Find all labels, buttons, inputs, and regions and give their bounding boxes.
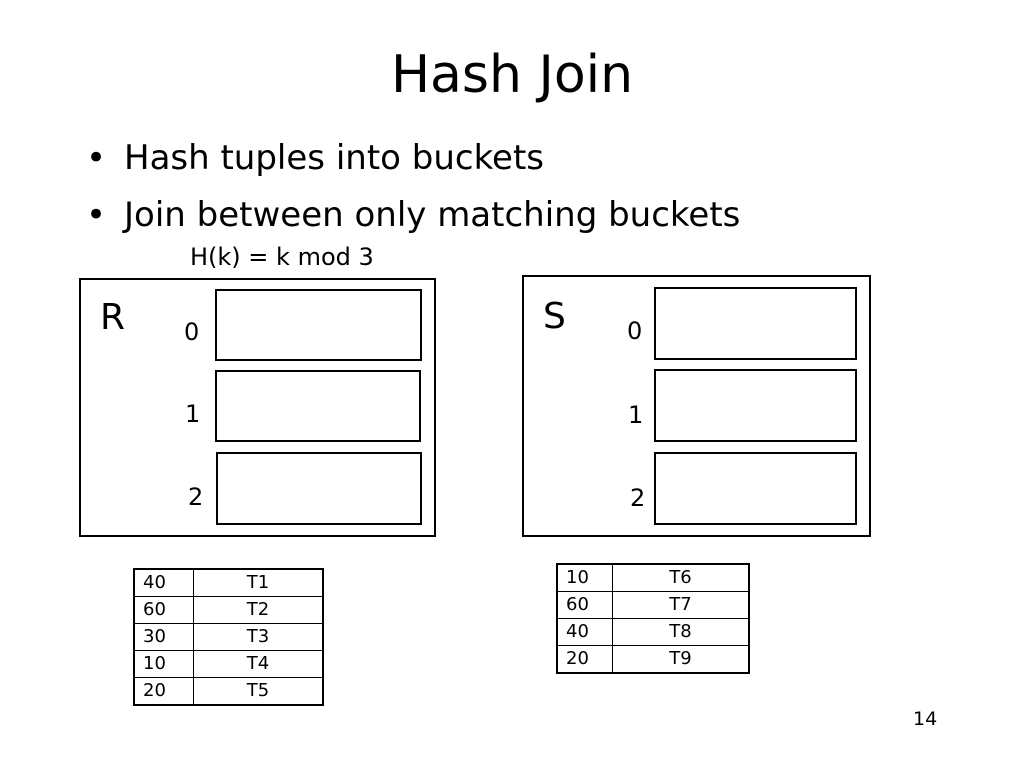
bucket-index-1: 1 [185, 400, 201, 428]
bucket-index-1: 1 [628, 401, 644, 429]
relation-r-panel: R 0 1 2 [79, 278, 436, 537]
key-cell: 60 [556, 591, 613, 619]
bullet-text: Hash tuples into buckets [124, 138, 545, 178]
tuple-cell: T6 [612, 563, 750, 592]
slide-title: Hash Join [390, 45, 634, 105]
relation-r-label: R [100, 297, 126, 338]
tuple-cell: T8 [612, 618, 750, 646]
bucket-2 [654, 452, 857, 525]
hash-function-label: H(k) = k mod 3 [190, 243, 374, 271]
tuple-cell: T9 [612, 645, 750, 674]
tuple-cell: T3 [193, 623, 324, 651]
relation-s-label: S [543, 296, 566, 337]
relation-s-panel: S 0 1 2 [522, 275, 871, 537]
tuple-cell: T5 [193, 677, 324, 706]
key-cell: 10 [133, 650, 194, 678]
key-cell: 30 [133, 623, 194, 651]
bucket-0 [215, 289, 422, 361]
bucket-index-2: 2 [630, 484, 646, 512]
bullet-dot-icon: • [86, 138, 107, 178]
bullet-dot-icon: • [86, 195, 107, 235]
bucket-2 [216, 452, 422, 525]
tuple-cell: T4 [193, 650, 324, 678]
bullet-list: • Hash tuples into buckets • Join between … [86, 130, 740, 244]
bucket-0 [654, 287, 857, 360]
key-cell: 20 [133, 677, 194, 706]
bullet-item: • Hash tuples into buckets [86, 130, 740, 187]
key-cell: 10 [556, 563, 613, 592]
key-cell: 40 [556, 618, 613, 646]
page-number: 14 [913, 708, 938, 730]
key-cell: 60 [133, 596, 194, 624]
tuple-cell: T1 [193, 568, 324, 597]
key-cell: 40 [133, 568, 194, 597]
bucket-1 [215, 370, 421, 442]
bullet-item: • Join between only matching buckets [86, 187, 740, 244]
key-cell: 20 [556, 645, 613, 674]
bucket-index-0: 0 [627, 317, 643, 345]
bullet-text: Join between only matching buckets [124, 195, 741, 235]
bucket-1 [654, 369, 857, 442]
tuple-cell: T2 [193, 596, 324, 624]
bucket-index-2: 2 [188, 483, 204, 511]
bucket-index-0: 0 [184, 318, 200, 346]
tuple-cell: T7 [612, 591, 750, 619]
